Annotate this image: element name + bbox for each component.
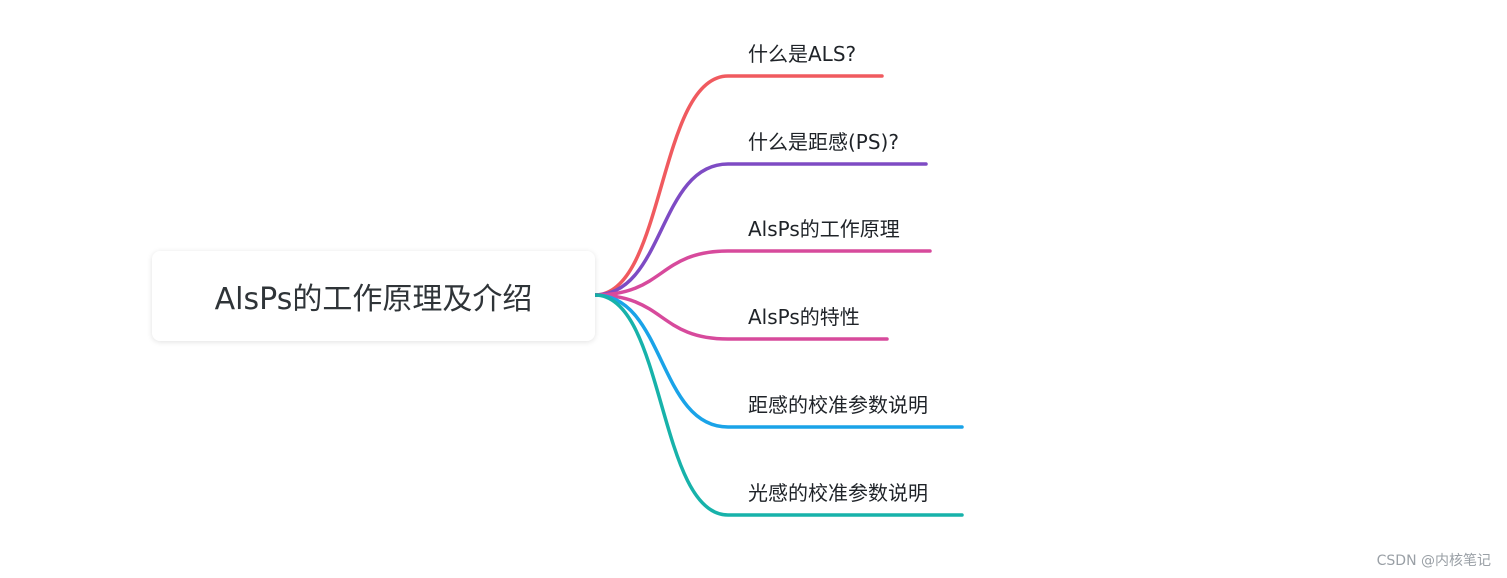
branch-label-working-principle[interactable]: AlsPs的工作原理	[748, 217, 900, 241]
branch-connector-3	[593, 249, 932, 297]
branch-connector-2	[593, 162, 928, 297]
branch-connector-1	[593, 74, 884, 297]
root-node[interactable]: AlsPs的工作原理及介绍	[152, 251, 595, 341]
watermark: CSDN @内核笔记	[1376, 553, 1491, 569]
branch-connector-4	[593, 293, 889, 341]
branch-label-characteristics[interactable]: AlsPs的特性	[748, 305, 860, 329]
branch-label-als-calibration[interactable]: 光感的校准参数说明	[748, 481, 928, 505]
branch-connector-6	[593, 293, 964, 517]
branch-label-what-is-ps[interactable]: 什么是距感(PS)?	[748, 130, 899, 154]
branch-connector-5	[593, 293, 964, 429]
branch-label-what-is-als[interactable]: 什么是ALS?	[748, 42, 857, 66]
root-node-label: AlsPs的工作原理及介绍	[214, 282, 533, 317]
branch-label-ps-calibration[interactable]: 距感的校准参数说明	[748, 393, 928, 417]
